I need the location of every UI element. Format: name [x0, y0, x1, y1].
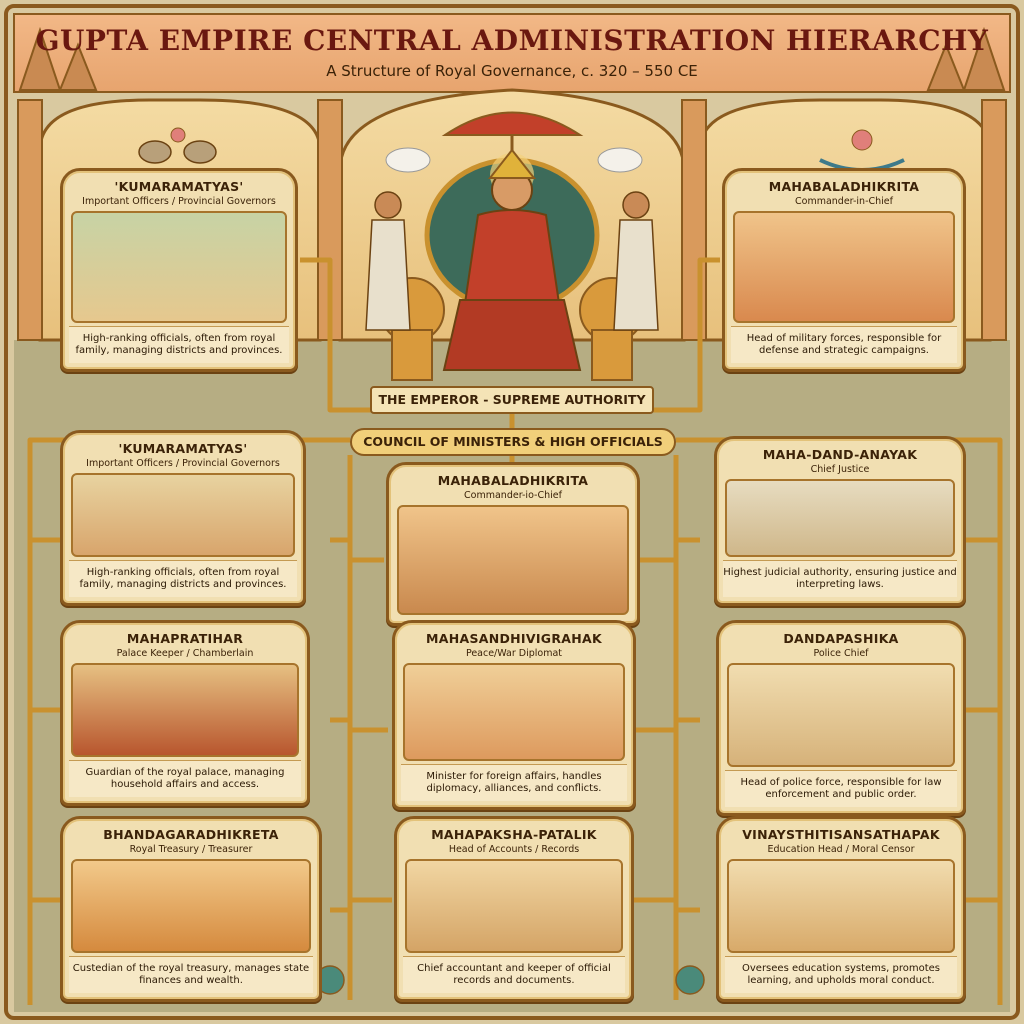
panel-mahasandhivigrahak: MAHASANDHIVIGRAHAK Peace/War Diplomat Mi… [392, 620, 636, 810]
panel-subtitle: Important Officers / Provincial Governor… [82, 196, 276, 207]
panel-subtitle: Peace/War Diplomat [465, 648, 563, 659]
panel-description: Head of police force, responsible for la… [725, 770, 957, 807]
panel-title: 'KUMARAMATYAS' [114, 179, 244, 194]
scene-teacher-globe-icon [727, 859, 955, 953]
scene-treasure-chest-icon [71, 859, 311, 953]
panel-title: BHANDAGARADHIKRETA [103, 827, 279, 842]
panel-subtitle: Palace Keeper / Chamberlain [116, 648, 254, 659]
panel-title: MAHAPRATIHAR [126, 631, 244, 646]
panel-kumaramatyas-mid: 'KUMARAMATYAS' Important Officers / Prov… [60, 430, 306, 606]
panel-mahapratihar: MAHAPRATIHAR Palace Keeper / Chamberlain… [60, 620, 310, 806]
panel-title: MAHABALADHIKRITA [768, 179, 920, 194]
emperor-label: THE EMPEROR - SUPREME AUTHORITY [370, 386, 654, 414]
page-subtitle: A Structure of Royal Governance, c. 320 … [326, 62, 698, 80]
panel-vinaysthitisansathapak: VINAYSTHITISANSATHAPAK Education Head / … [716, 816, 966, 1002]
panel-description: Head of military forces, responsible for… [731, 326, 957, 363]
panel-subtitle: Commander-in-Chief [795, 196, 893, 207]
panel-title: MAHA-DAND-ANAYAK [762, 447, 918, 462]
panel-description: Minister for foreign affairs, handles di… [401, 764, 627, 801]
panel-description: Highest judicial authority, ensuring jus… [723, 560, 957, 597]
panel-description: Guardian of the royal palace, managing h… [69, 760, 301, 797]
panel-subtitle: Commander-io-Chief [464, 490, 562, 501]
emperor-illustration [365, 111, 659, 381]
panel-title: VINAYSTHITISANSATHAPAK [742, 827, 940, 842]
council-label: COUNCIL OF MINISTERS & HIGH OFFICIALS [350, 428, 676, 456]
panel-dandapashika: DANDAPASHIKA Police Chief Head of police… [716, 620, 966, 816]
scene-warrior-icon [733, 211, 955, 323]
panel-subtitle: Head of Accounts / Records [448, 844, 580, 855]
panel-description: Chief accountant and keeper of official … [403, 956, 625, 993]
panel-title: MAHASANDHIVIGRAHAK [426, 631, 602, 646]
scene-diplomacy-globe-icon [403, 663, 625, 761]
panel-title: 'KUMARAMATYAS' [118, 441, 248, 456]
page-title: GUPTA EMPIRE CENTRAL ADMINISTRATION HIER… [35, 24, 989, 57]
scene-scrolls-ledger-icon [405, 859, 623, 953]
scene-warrior-icon [397, 505, 629, 615]
scene-governors-icon [71, 473, 295, 557]
scene-governors-icon [71, 211, 287, 323]
panel-description: High-ranking officials, often from royal… [69, 326, 289, 363]
panel-title: MAHABALADHIKRITA [437, 473, 589, 488]
scene-palace-door-icon [71, 663, 299, 757]
panel-subtitle: Important Officers / Provincial Governor… [86, 458, 280, 469]
panel-description: High-ranking officials, often from royal… [69, 560, 297, 597]
panel-mahapaksha-patalik: MAHAPAKSHA-PATALIK Head of Accounts / Re… [394, 816, 634, 1002]
panel-description: Oversees education systems, promotes lea… [725, 956, 957, 993]
panel-description: Custedian of the royal treasury, manages… [69, 956, 313, 993]
panel-maha-dand-anayak: MAHA-DAND-ANAYAK Chief Justice Highest j… [714, 436, 966, 606]
scene-police-eye-icon [727, 663, 955, 767]
scene-justice-scales-icon [725, 479, 955, 557]
panel-kumaramatyas-top: 'KUMARAMATYAS' Important Officers / Prov… [60, 168, 298, 372]
panel-subtitle: Police Chief [813, 648, 869, 659]
panel-subtitle: Education Head / Moral Censor [767, 844, 915, 855]
panel-subtitle: Royal Treasury / Treasurer [129, 844, 253, 855]
panel-bhandagaradhikreta: BHANDAGARADHIKRETA Royal Treasury / Trea… [60, 816, 322, 1002]
panel-title: MAHAPAKSHA-PATALIK [431, 827, 597, 842]
panel-title: DANDAPASHIKA [783, 631, 899, 646]
panel-mahabaladhikrita-top: MAHABALADHIKRITA Commander-in-Chief Head… [722, 168, 966, 372]
panel-subtitle: Chief Justice [810, 464, 870, 475]
panel-mahabaladhikrita-mid: MAHABALADHIKRITA Commander-io-Chief [386, 462, 640, 626]
